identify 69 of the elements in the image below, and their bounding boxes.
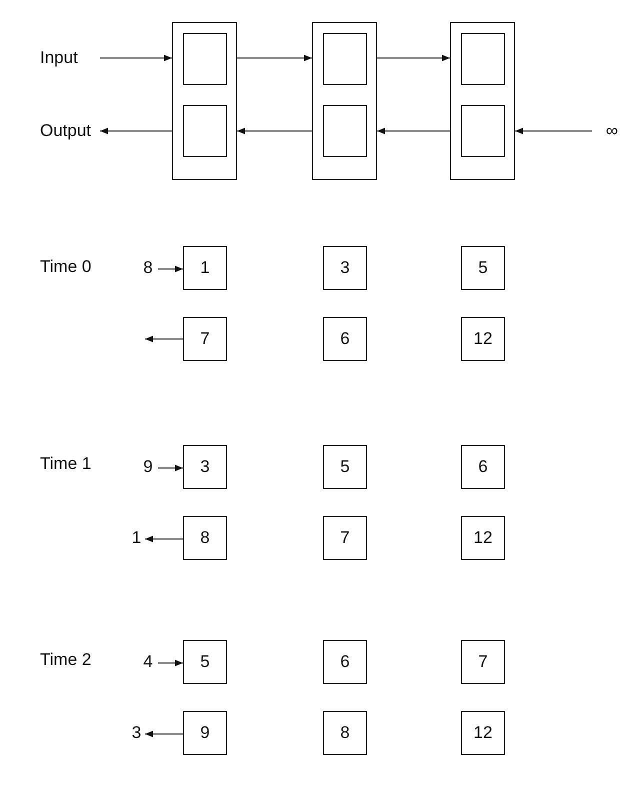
value-box: [183, 516, 227, 560]
box-value: 3: [339, 257, 351, 279]
empty-box: [450, 22, 515, 180]
node-label: 4: [142, 652, 154, 672]
box-value: 5: [339, 456, 351, 478]
box-value: 7: [339, 527, 351, 549]
box-value: 8: [199, 527, 211, 549]
box-value: 9: [199, 722, 211, 744]
box-value: 6: [339, 328, 351, 350]
arrow: [100, 128, 172, 134]
arrow: [236, 54, 312, 62]
node-label: 9: [142, 457, 154, 477]
value-box: [323, 516, 367, 560]
box-value: 1: [199, 257, 211, 279]
empty-box: [312, 22, 377, 180]
time-label: Time 2: [40, 650, 92, 670]
box-value: 8: [339, 722, 351, 744]
value-box: [323, 445, 367, 489]
time-label: Time 0: [40, 257, 92, 277]
node-label: ∞: [604, 121, 618, 141]
node-label: Input: [40, 48, 79, 68]
box-value: 7: [477, 651, 489, 673]
value-box: [183, 711, 227, 755]
value-box: [461, 317, 505, 361]
value-box: [183, 317, 227, 361]
box-value: 5: [477, 257, 489, 279]
empty-box: [323, 33, 367, 85]
arrow: [376, 128, 450, 134]
arrow: [376, 54, 450, 62]
node-label: 8: [142, 258, 154, 278]
box-value: 12: [472, 527, 494, 549]
value-box: [323, 711, 367, 755]
value-box: [323, 246, 367, 290]
box-value: 5: [199, 651, 211, 673]
node-label: Output: [40, 121, 92, 141]
arrow: [100, 54, 172, 62]
empty-box: [461, 105, 505, 157]
value-box: [183, 445, 227, 489]
arrow: [158, 660, 184, 666]
value-box: [323, 317, 367, 361]
value-box: [183, 640, 227, 684]
time-label: Time 1: [40, 454, 92, 474]
node-label: 3: [130, 723, 142, 743]
value-box: [323, 640, 367, 684]
arrow: [144, 536, 184, 542]
value-box: [461, 516, 505, 560]
value-box: [183, 246, 227, 290]
box-value: 6: [339, 651, 351, 673]
arrow: [144, 730, 184, 738]
empty-box: [323, 105, 367, 157]
empty-box: [183, 33, 227, 85]
arrow: [236, 128, 312, 134]
box-value: 12: [472, 328, 494, 350]
arrow: [158, 464, 184, 472]
empty-box: [183, 105, 227, 157]
box-value: 6: [477, 456, 489, 478]
empty-box: [461, 33, 505, 85]
empty-box: [172, 22, 237, 180]
value-box: [461, 711, 505, 755]
arrow: [514, 128, 592, 134]
value-box: [461, 640, 505, 684]
arrow: [158, 266, 184, 272]
arrow: [144, 336, 184, 342]
box-value: 3: [199, 456, 211, 478]
value-box: [461, 246, 505, 290]
box-value: 12: [472, 722, 494, 744]
node-label: 1: [130, 528, 142, 548]
box-value: 7: [199, 328, 211, 350]
value-box: [461, 445, 505, 489]
